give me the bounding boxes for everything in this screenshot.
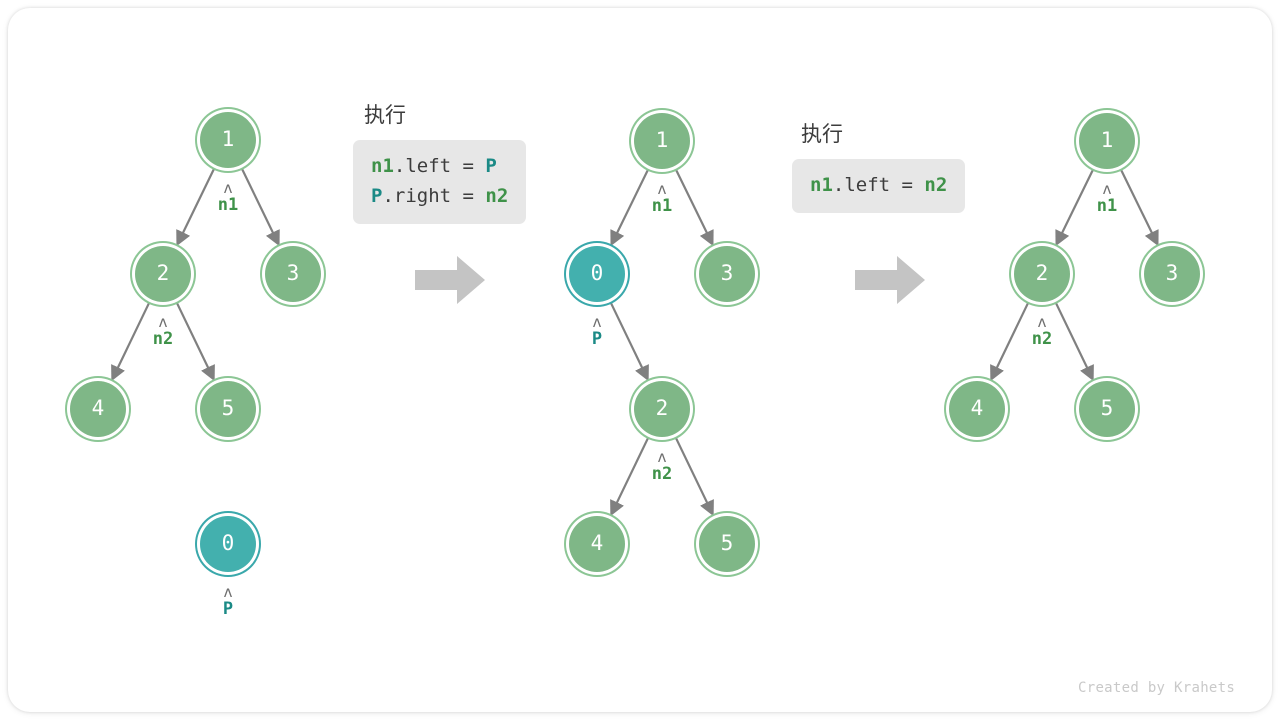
caret-icon: ʌ (657, 448, 667, 466)
pointer-name: n1 (651, 196, 673, 216)
tree-node: 3 (699, 246, 755, 302)
tree-node: 5 (200, 381, 256, 437)
tree-node-value: 1 (221, 126, 235, 151)
tree-node-value: 2 (655, 395, 669, 420)
tree-node-value: 5 (720, 530, 734, 555)
code-line: n1.left = n2 (810, 170, 947, 200)
tree-node: 2 (135, 246, 191, 302)
pointer-name: n1 (217, 195, 239, 215)
tree-node-value: 0 (590, 260, 604, 285)
code-token: .right = (382, 185, 486, 207)
tree-node: 4 (949, 381, 1005, 437)
tree-node-value: 5 (221, 395, 235, 420)
tree-node-value: 2 (156, 260, 170, 285)
pointer-name: n1 (1096, 196, 1118, 216)
tree-node-value: 0 (221, 530, 235, 555)
code-token: n1 (810, 174, 833, 196)
code-line: n1.left = P (371, 151, 508, 181)
tree-node-value: 3 (286, 260, 300, 285)
code-token: P (485, 155, 497, 177)
credit-text: Created by Krahets (1078, 680, 1236, 696)
code-token: n2 (485, 185, 509, 207)
tree-node-value: 3 (720, 260, 734, 285)
tree-node: 1 (1079, 113, 1135, 169)
code-token: n1 (371, 155, 394, 177)
tree-node-value: 1 (1100, 127, 1114, 152)
code-token: P (371, 185, 383, 207)
tree-node: 2 (634, 381, 690, 437)
pointer-name: n2 (1031, 329, 1053, 349)
pointer-name: n2 (651, 464, 673, 484)
tree-node: 2 (1014, 246, 1070, 302)
tree-node-value: 5 (1100, 395, 1114, 420)
tree-node: 4 (70, 381, 126, 437)
pointer-name: P (222, 599, 234, 619)
execute-label: 执行 (801, 122, 843, 146)
tree-node: 3 (265, 246, 321, 302)
tree-node: 0 (200, 516, 256, 572)
code-token: .left = (832, 174, 925, 196)
code-token: n2 (924, 174, 948, 196)
code-snippet: n1.left = n2 (792, 159, 966, 213)
transition-arrow-icon (415, 254, 487, 311)
tree-node: 5 (1079, 381, 1135, 437)
execute-label: 执行 (364, 103, 406, 127)
tree-node-value: 2 (1035, 260, 1049, 285)
caret-icon: ʌ (657, 180, 667, 198)
tree-node: 4 (569, 516, 625, 572)
pointer-name: n2 (152, 329, 174, 349)
transition-arrow-icon (855, 254, 927, 311)
tree-node: 0 (569, 246, 625, 302)
tree-node-value: 1 (655, 127, 669, 152)
caret-icon: ʌ (1037, 313, 1047, 331)
tree-node-value: 4 (590, 530, 604, 555)
caret-icon: ʌ (1102, 180, 1112, 198)
caret-icon: ʌ (223, 583, 233, 601)
caret-icon: ʌ (223, 179, 233, 197)
caret-icon: ʌ (592, 313, 602, 331)
tree-node: 1 (200, 112, 256, 168)
tree-node: 5 (699, 516, 755, 572)
tree-node: 3 (1144, 246, 1200, 302)
tree-node-value: 4 (91, 395, 105, 420)
pointer-name: P (591, 329, 603, 349)
caret-icon: ʌ (158, 313, 168, 331)
tree-node-value: 4 (970, 395, 984, 420)
code-token: .left = (393, 155, 486, 177)
tree-node: 1 (634, 113, 690, 169)
tree-node-value: 3 (1165, 260, 1179, 285)
code-line: P.right = n2 (371, 181, 508, 211)
